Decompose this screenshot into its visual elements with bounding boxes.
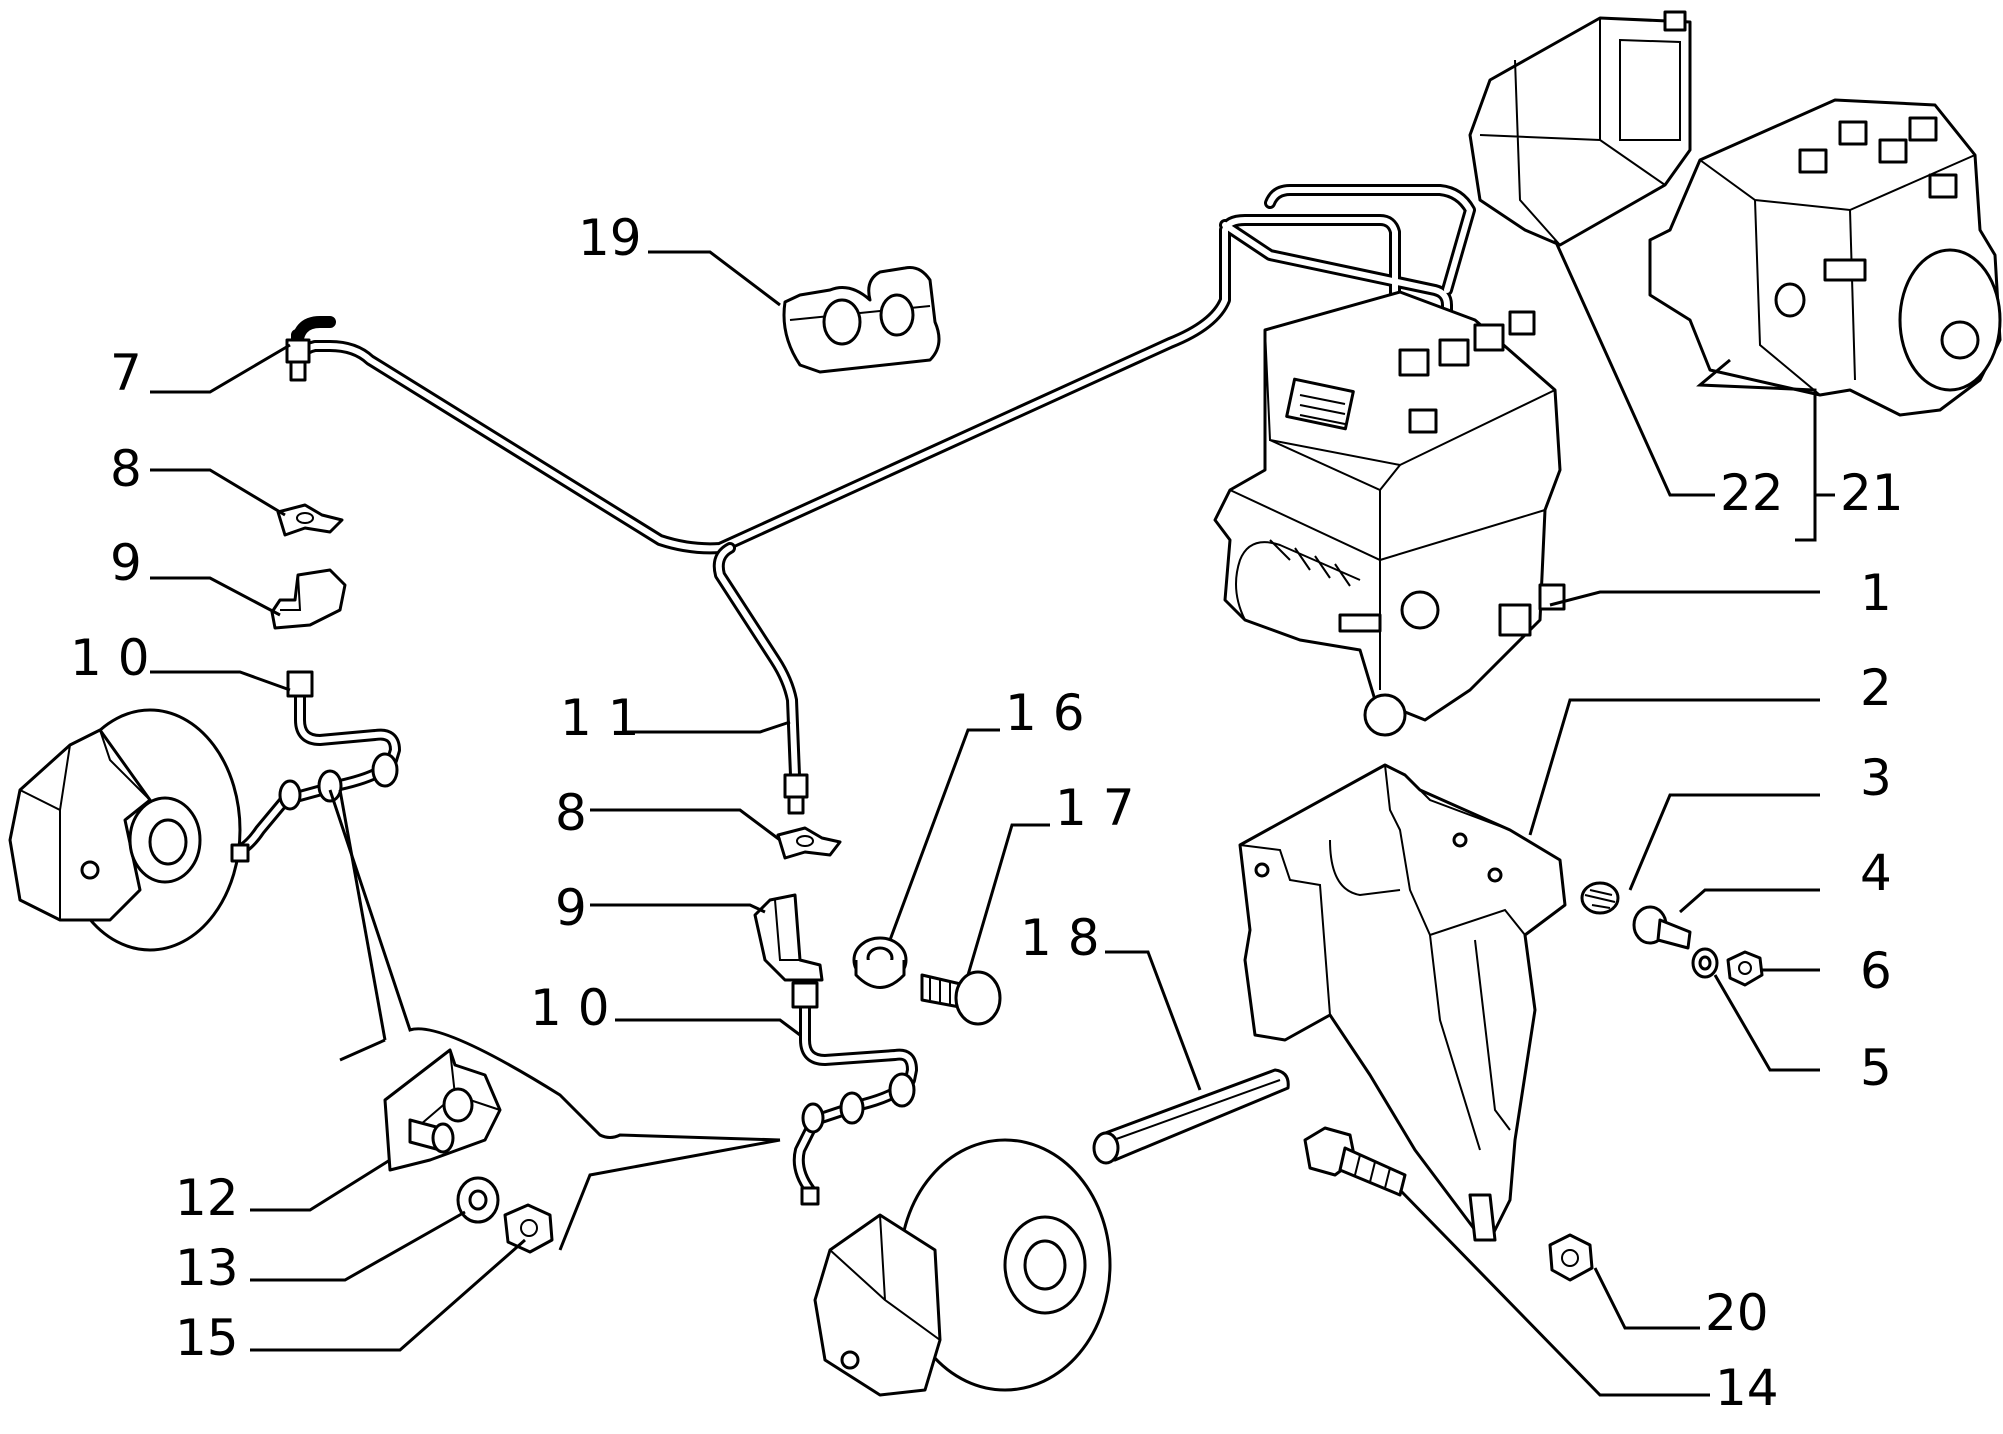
- bracket-part-9-lower: [753, 893, 824, 982]
- callout-20: 20: [1705, 1284, 1769, 1342]
- brake-hose-left-part-10: [230, 670, 401, 863]
- abs-hydraulic-unit-part-1: [1213, 290, 1566, 737]
- nut-part-20: [1548, 1233, 1594, 1282]
- callout-8-lower: 8: [555, 784, 587, 842]
- pipe-clip-part-19: [782, 266, 941, 374]
- clip-part-8-lower: [776, 826, 842, 860]
- spacer-part-4: [1632, 905, 1692, 950]
- bracket-part-9-upper: [270, 568, 347, 630]
- bush-part-16: [852, 936, 908, 989]
- callout-7: 7: [110, 344, 142, 402]
- brake-disc-right: [813, 1138, 1112, 1397]
- nut-part-6: [1726, 950, 1764, 987]
- callout-4: 4: [1860, 844, 1892, 902]
- callout-18: 1 8: [1020, 909, 1100, 967]
- callout-13: 13: [175, 1239, 239, 1297]
- callout-6: 6: [1860, 942, 1892, 1000]
- clip-part-8-upper: [276, 503, 344, 537]
- callout-16: 1 6: [1005, 684, 1085, 742]
- callout-labels: 1 2 3 4 5 6 7 8 8 9 9 1 0 1 0 1 1 12 13 …: [70, 209, 1904, 1417]
- callout-14: 14: [1715, 1359, 1779, 1417]
- nut-part-15: [503, 1203, 554, 1254]
- brake-disc-left: [8, 708, 242, 952]
- detail-outline: [328, 789, 781, 1251]
- callout-10-lower: 1 0: [530, 979, 610, 1037]
- callout-11: 1 1: [560, 689, 640, 747]
- callout-8-upper: 8: [110, 440, 142, 498]
- callout-17: 1 7: [1055, 779, 1135, 837]
- callout-1: 1: [1860, 564, 1892, 622]
- detail-bracket-part-12: [383, 1048, 502, 1172]
- callout-9-lower: 9: [555, 879, 587, 937]
- brake-hose-right-part-10: [791, 981, 918, 1206]
- callout-9-upper: 9: [110, 534, 142, 592]
- callout-5: 5: [1860, 1039, 1892, 1097]
- callout-3: 3: [1860, 749, 1892, 807]
- washer-part-5: [1691, 947, 1719, 979]
- callout-2: 2: [1860, 659, 1892, 717]
- washer-part-13: [456, 1176, 500, 1224]
- callout-12: 12: [175, 1169, 239, 1227]
- abs-hydraulic-unit-part-21: [1648, 98, 2002, 417]
- grommet-part-3: [1580, 881, 1620, 915]
- callout-10-upper: 1 0: [70, 629, 150, 687]
- bolt-part-14: [1303, 1126, 1407, 1197]
- leader-lines: [150, 239, 1835, 1397]
- mounting-bracket-part-2: [1238, 763, 1567, 1242]
- sleeve-part-18: [1092, 1068, 1290, 1165]
- callout-22: 22: [1720, 464, 1784, 522]
- callout-15: 15: [175, 1309, 239, 1367]
- abs-control-unit-part-22: [1468, 10, 1692, 247]
- callout-19: 19: [578, 209, 642, 267]
- callout-21: 21: [1840, 464, 1904, 522]
- bolt-part-17: [920, 970, 1002, 1026]
